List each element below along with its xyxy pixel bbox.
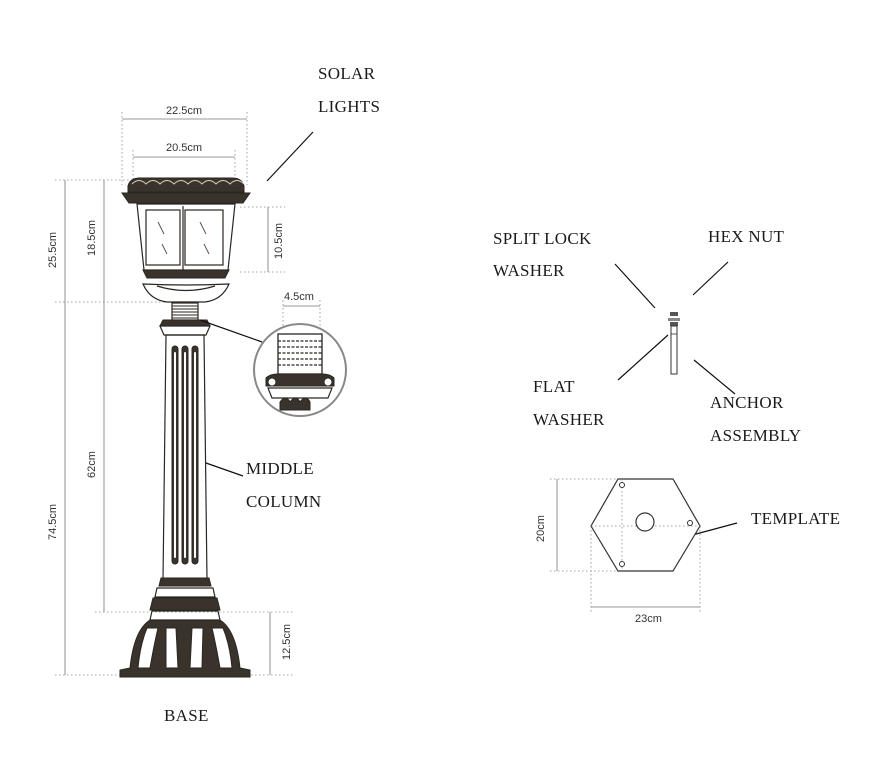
dim-template-height: 20cm — [535, 515, 547, 542]
dim-template-width: 23cm — [635, 613, 662, 625]
label-base: BASE — [164, 706, 209, 725]
label-washer: WASHER — [493, 261, 565, 280]
dim-top-width: 22.5cm — [166, 105, 202, 117]
label-column: COLUMN — [246, 492, 321, 511]
label-hex-nut: HEX NUT — [708, 227, 785, 246]
dim-thread: 4.5cm — [284, 291, 314, 303]
dimension-lines — [55, 112, 321, 676]
label-middle: MIDDLE — [246, 459, 314, 478]
dim-inner-width: 20.5cm — [166, 142, 202, 154]
label-assembly: ASSEMBLY — [710, 426, 801, 445]
anchor-hardware — [668, 312, 680, 375]
label-lights: LIGHTS — [318, 97, 380, 116]
callout-labels: SOLAR LIGHTS SPLIT LOCK WASHER HEX NUT F… — [164, 64, 840, 725]
thread-detail — [199, 319, 347, 417]
lamp-base — [119, 610, 251, 678]
label-template: TEMPLATE — [751, 509, 840, 528]
dim-lower-total: 74.5cm — [47, 504, 59, 540]
dim-base-height: 12.5cm — [281, 624, 293, 660]
label-split-lock: SPLIT LOCK — [493, 229, 592, 248]
dimension-labels: 22.5cm 20.5cm 25.5cm 18.5cm 10.5cm 4.5cm… — [47, 105, 314, 660]
lamp-column — [149, 302, 221, 611]
dim-head-total: 25.5cm — [47, 232, 59, 268]
label-anchor: ANCHOR — [710, 393, 784, 412]
dim-column: 62cm — [86, 451, 98, 478]
label-solar: SOLAR — [318, 64, 376, 83]
dim-head-body: 18.5cm — [86, 220, 98, 256]
lamp-head — [121, 177, 251, 303]
template-drawing: 20cm 23cm — [535, 478, 701, 625]
label-flat: FLAT — [533, 377, 575, 396]
dim-glass: 10.5cm — [273, 223, 285, 259]
label-flat-washer: WASHER — [533, 410, 605, 429]
